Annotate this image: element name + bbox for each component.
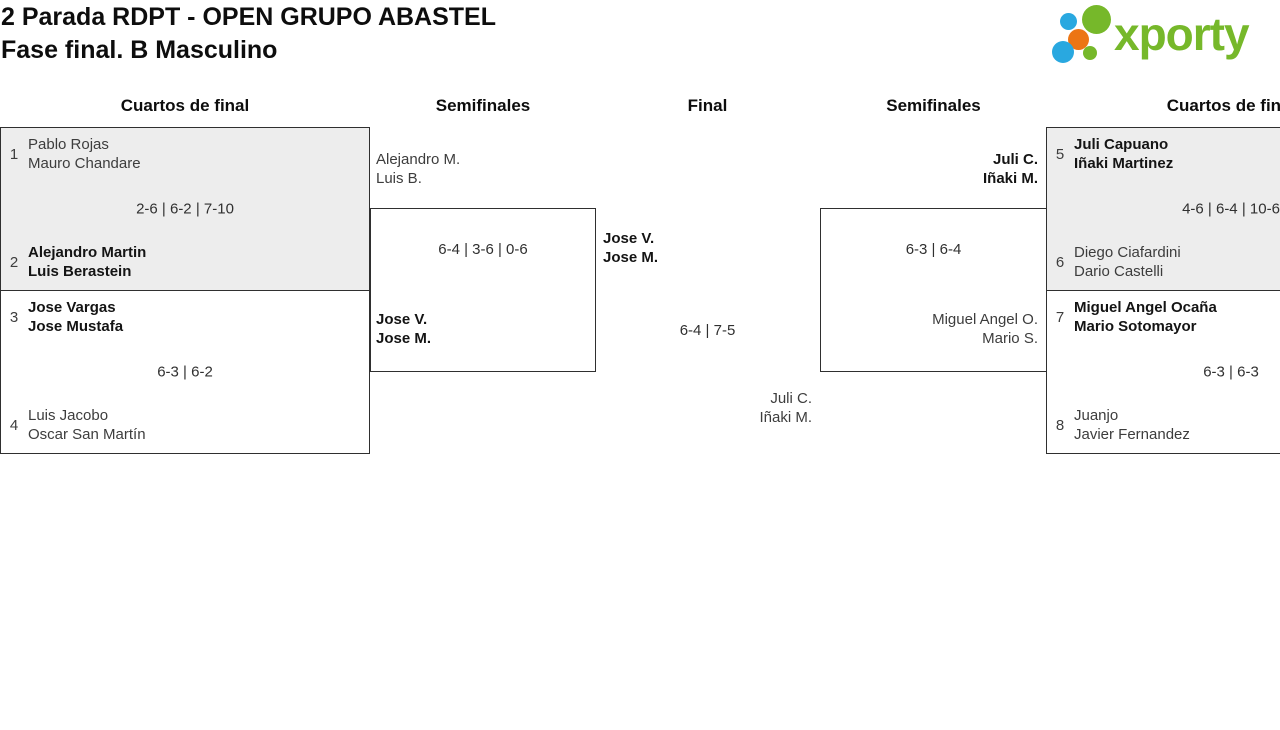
player-name: Pablo Rojas: [28, 136, 109, 153]
player-name: Jose M.: [603, 249, 659, 266]
seed-number: 3: [9, 308, 19, 326]
player-name: Javier Fernandez: [1074, 426, 1190, 443]
team-row: 6 Diego Ciafardini Dario Castelli: [1053, 243, 1280, 281]
match-score: 6-3 | 6-4: [905, 241, 962, 258]
seed-number: 7: [1055, 308, 1065, 326]
player-name: Jose Mustafa: [28, 318, 124, 335]
logo-dot-icon: [1083, 46, 1097, 60]
seed-number: 6: [1055, 253, 1065, 271]
team-names: Juli C. Iñaki M.: [822, 150, 1038, 188]
match-qf-1: 1 Pablo Rojas Mauro Chandare 2-6 | 6-2 |…: [0, 127, 370, 291]
xporty-logo[interactable]: xporty: [1045, 2, 1270, 78]
player-name: Jose Vargas: [28, 299, 116, 316]
page-title: 2 Parada RDPT - OPEN GRUPO ABASTEL: [1, 3, 496, 31]
match-qf-4: 7 Miguel Angel Ocaña Mario Sotomayor 6-3…: [1046, 290, 1280, 454]
team-names: Juli C. Iñaki M.: [595, 389, 812, 427]
team-names: Alejandro M. Luis B.: [376, 150, 460, 188]
player-name: Luis B.: [376, 170, 422, 187]
team-row: 4 Luis Jacobo Oscar San Martín: [7, 406, 363, 444]
match-score: 6-4 | 7-5: [679, 322, 736, 339]
match-sf-right: [820, 208, 1047, 372]
player-name: Miguel Angel O.: [932, 311, 1038, 328]
player-name: Juli C.: [770, 390, 812, 407]
match-score: 6-3 | 6-2: [157, 363, 213, 381]
team-names: Juanjo Javier Fernandez: [1074, 406, 1190, 444]
player-name: Juli C.: [992, 151, 1038, 168]
team-names: Luis Jacobo Oscar San Martín: [28, 406, 146, 444]
team-names: Pablo Rojas Mauro Chandare: [28, 135, 141, 173]
round-header-quarterfinals-left: Cuartos de final: [120, 96, 250, 115]
player-name: Jose V.: [376, 311, 428, 328]
match-sf-left: [370, 208, 596, 372]
player-name: Jose M.: [376, 330, 432, 347]
seed-number: 8: [1055, 416, 1065, 434]
round-header-semifinals-left: Semifinales: [435, 96, 531, 115]
match-score: 6-3 | 6-3: [1203, 363, 1259, 381]
logo-dot-icon: [1052, 41, 1074, 63]
player-name: Luis Berastein: [28, 263, 132, 280]
player-name: Iñaki M.: [759, 409, 812, 426]
team-row: 8 Juanjo Javier Fernandez: [1053, 406, 1280, 444]
round-header-semifinals-right: Semifinales: [886, 96, 981, 115]
player-name: Alejandro Martin: [28, 244, 147, 261]
player-name: Diego Ciafardini: [1074, 244, 1181, 261]
player-name: Luis Jacobo: [28, 407, 109, 424]
team-row: 5 Juli Capuano Iñaki Martinez: [1053, 135, 1280, 173]
team-names: Miguel Angel Ocaña Mario Sotomayor: [1074, 298, 1217, 336]
team-row: 3 Jose Vargas Jose Mustafa: [7, 298, 363, 336]
team-names: Jose Vargas Jose Mustafa: [28, 298, 123, 336]
team-row: 7 Miguel Angel Ocaña Mario Sotomayor: [1053, 298, 1280, 336]
seed-number: 5: [1055, 145, 1065, 163]
player-name: Miguel Angel Ocaña: [1074, 299, 1217, 316]
player-name: Alejandro M.: [376, 151, 461, 168]
team-names: Miguel Angel O. Mario S.: [822, 310, 1038, 348]
player-name: Dario Castelli: [1074, 263, 1164, 280]
team-names: Jose V. Jose M.: [603, 229, 658, 267]
round-header-final: Final: [687, 96, 728, 115]
match-qf-3: 5 Juli Capuano Iñaki Martinez 4-6 | 6-4 …: [1046, 127, 1280, 291]
round-header-quarterfinals-right: Cuartos de final: [1166, 96, 1280, 115]
page-header: 2 Parada RDPT - OPEN GRUPO ABASTEL Fase …: [1, 1, 496, 67]
player-name: Mauro Chandare: [28, 155, 141, 172]
seed-number: 1: [9, 145, 19, 163]
match-score: 2-6 | 6-2 | 7-10: [136, 200, 234, 218]
team-names: Jose V. Jose M.: [376, 310, 431, 348]
player-name: Jose V.: [603, 230, 655, 247]
player-name: Oscar San Martín: [28, 426, 146, 443]
team-row: 1 Pablo Rojas Mauro Chandare: [7, 135, 363, 173]
match-score: 4-6 | 6-4 | 10-6: [1182, 200, 1280, 218]
logo-wordmark: xporty: [1114, 8, 1250, 60]
player-name: Juli Capuano: [1074, 136, 1169, 153]
team-names: Alejandro Martin Luis Berastein: [28, 243, 146, 281]
seed-number: 2: [9, 253, 19, 271]
seed-number: 4: [9, 416, 19, 434]
team-names: Diego Ciafardini Dario Castelli: [1074, 243, 1181, 281]
logo-dot-icon: [1082, 5, 1111, 34]
team-names: Juli Capuano Iñaki Martinez: [1074, 135, 1173, 173]
logo-dot-icon: [1060, 13, 1077, 30]
player-name: Juanjo: [1074, 407, 1119, 424]
match-qf-2: 3 Jose Vargas Jose Mustafa 6-3 | 6-2 4 L…: [0, 290, 370, 454]
logo-dot-icon: [1068, 29, 1089, 50]
player-name: Iñaki Martinez: [1074, 155, 1174, 172]
player-name: Mario Sotomayor: [1074, 318, 1197, 335]
player-name: Iñaki M.: [982, 170, 1038, 187]
team-row: 2 Alejandro Martin Luis Berastein: [7, 243, 363, 281]
match-score: 6-4 | 3-6 | 0-6: [438, 241, 528, 258]
page-subtitle: Fase final. B Masculino: [1, 36, 278, 64]
player-name: Mario S.: [982, 330, 1038, 347]
